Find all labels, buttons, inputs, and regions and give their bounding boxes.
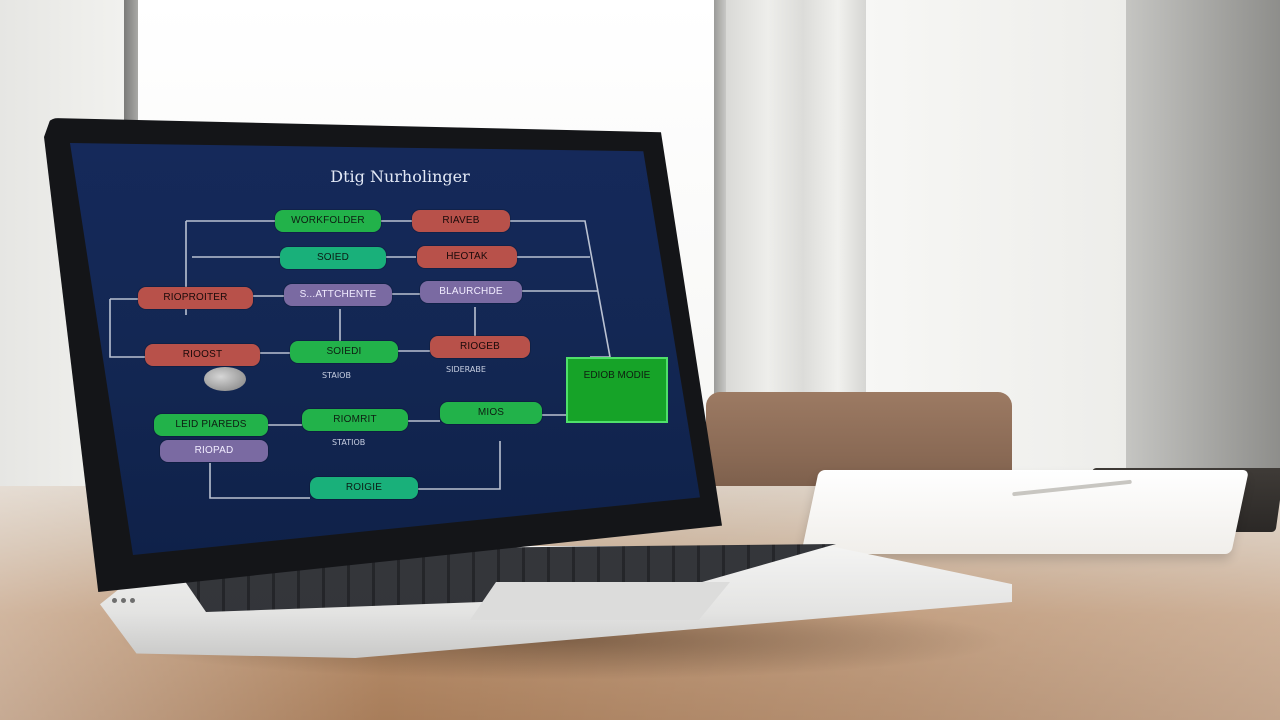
laptop-trackpad bbox=[470, 582, 730, 620]
diagram-node: RIOPAD bbox=[160, 440, 268, 462]
diagram-title: Dtig Nurholinger bbox=[330, 167, 470, 186]
diagram-node: LEID PIAREDS bbox=[154, 414, 268, 436]
diagram-node: S...ATTCHENTE bbox=[284, 284, 392, 306]
blurred-icon bbox=[204, 367, 246, 391]
laptop-screen: Dtig Nurholinger WORKFOLDER RIAVEB SOIED… bbox=[70, 143, 700, 555]
window-frame-middle bbox=[714, 0, 726, 470]
diagram-node-large: EDIOB MODIE bbox=[566, 357, 668, 423]
diagram-node: SOIED bbox=[280, 247, 386, 269]
connector-line bbox=[109, 299, 145, 358]
port-icon bbox=[112, 598, 117, 603]
diagram-node: RIOMRIT bbox=[302, 409, 408, 431]
diagram-node: MIOS bbox=[440, 402, 542, 424]
right-shadow-wall bbox=[1126, 0, 1280, 470]
diagram-annotation: STATIOB bbox=[332, 438, 366, 447]
port-icon bbox=[130, 598, 135, 603]
port-icon bbox=[121, 598, 126, 603]
curtain bbox=[726, 0, 866, 470]
connector-line bbox=[209, 463, 310, 499]
diagram-annotation: SIDERABE bbox=[446, 365, 486, 374]
diagram-node: ROIGIE bbox=[310, 477, 418, 499]
diagram-node: SOIEDI bbox=[290, 341, 398, 363]
diagram-node: WORKFOLDER bbox=[275, 210, 381, 232]
connector-line bbox=[418, 441, 501, 490]
open-white-notebook bbox=[801, 470, 1249, 554]
diagram-node: RIAVEB bbox=[412, 210, 510, 232]
diagram-node: HEOTAK bbox=[417, 246, 517, 268]
diagram-node: BLAURCHDE bbox=[420, 281, 522, 303]
diagram-annotation: STAIOB bbox=[322, 371, 351, 380]
diagram-connectors bbox=[109, 220, 611, 499]
diagram-node: RIOGEB bbox=[430, 336, 530, 358]
diagram-node: RIOOST bbox=[145, 344, 260, 366]
diagram-node: RIOPROITER bbox=[138, 287, 253, 309]
right-wall bbox=[866, 0, 1126, 470]
